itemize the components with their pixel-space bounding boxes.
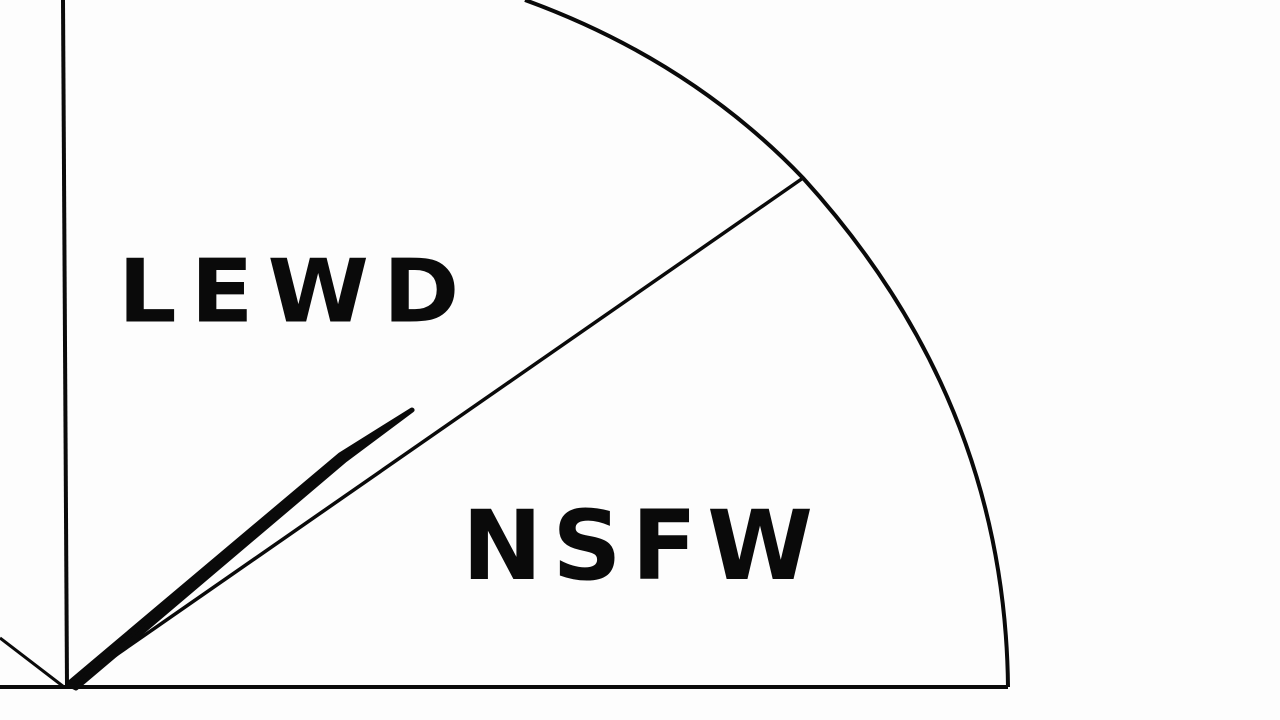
segment-divider — [69, 176, 804, 689]
left-divider — [0, 636, 65, 689]
segment-label-nsfw: NSFW — [462, 490, 823, 602]
segment-label-lewd: LEWD — [118, 240, 474, 343]
gauge-needle — [65, 407, 415, 691]
vertical-divider — [61, 0, 69, 688]
gauge-arc — [524, 0, 1010, 688]
